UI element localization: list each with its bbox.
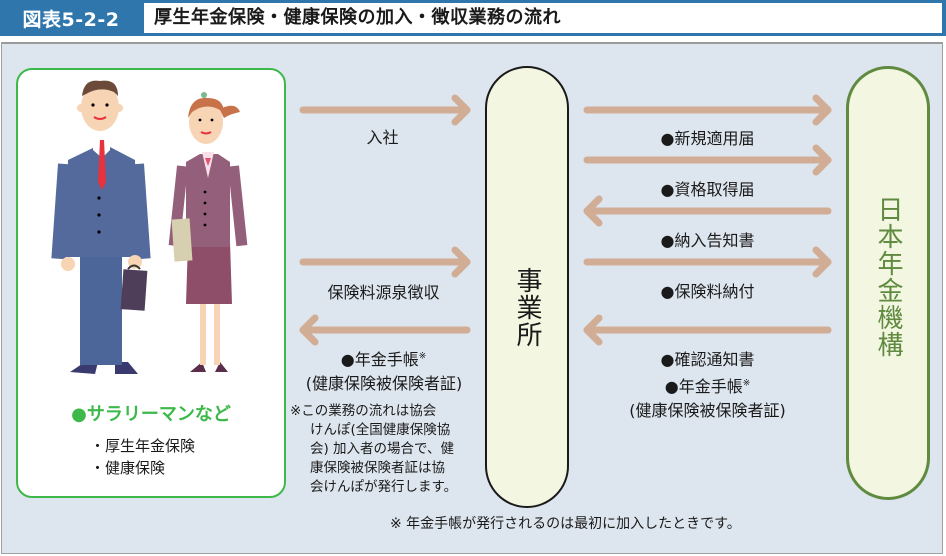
flow-label-payment-notice: ●納入告知書 xyxy=(660,231,755,250)
employee-insurance-list: ・厚生年金保険 ・健康保険 xyxy=(90,435,195,479)
kyokai-kenpo-note: ※この業務の流れは協会 けんぽ(全国健康保険協 会) 加入者の場合で、健 康保険… xyxy=(290,402,486,497)
employees-illustration xyxy=(51,80,248,374)
figure-number: 図表5-2-2 xyxy=(22,8,120,31)
employee-label: ●サラリーマンなど xyxy=(71,404,231,425)
figure-title: 厚生年金保険・健康保険の加入・徴収業務の流れ xyxy=(154,7,561,28)
note-line: 会) 加入者の場合で、健 xyxy=(310,441,455,457)
footnote-mark: ※ xyxy=(742,378,751,389)
employee-insurance-item: ・厚生年金保険 xyxy=(90,437,196,455)
man-figure xyxy=(51,80,151,374)
flow-label-confirmation-notice: ●確認通知書 xyxy=(660,350,755,369)
flow-label-premium-payment: ●保険料納付 xyxy=(660,282,755,301)
employee-insurance-item: ・健康保険 xyxy=(90,459,166,477)
flow-label-joining: 入社 xyxy=(366,128,399,147)
office-label: 事業所 xyxy=(512,266,542,348)
pension-book-text: ●年金手帳 xyxy=(664,377,743,396)
flow-label-new-application: ●新規適用届 xyxy=(660,129,755,148)
flow-label-health-insurance-card-right: (健康保険被保険者証) xyxy=(629,401,786,420)
japan-pension-service-label: 日本年金機構 xyxy=(873,196,903,358)
note-line: 会けんぽが発行します。 xyxy=(310,479,458,495)
flow-label-pension-book: ●年金手帳※ xyxy=(296,346,471,370)
japan-pension-service-node: 日本年金機構 xyxy=(846,66,930,500)
footnote-mark: ※ xyxy=(418,351,427,362)
employee-box xyxy=(16,68,286,498)
figure-header: 図表5-2-2 厚生年金保険・健康保険の加入・徴収業務の流れ xyxy=(0,0,946,36)
note-line: ※この業務の流れは協会 xyxy=(290,403,437,419)
flow-label-health-insurance-card: (健康保険被保険者証) xyxy=(305,374,463,393)
figure-title-box: 厚生年金保険・健康保険の加入・徴収業務の流れ xyxy=(144,3,942,33)
note-line: けんぽ(全国健康保険協 xyxy=(310,422,451,438)
flow-label-pension-book-right: ●年金手帳※ xyxy=(585,373,830,397)
woman-figure xyxy=(168,92,248,372)
flow-label-premium-withholding: 保険料源泉徴収 xyxy=(327,283,440,302)
note-line: 康保険被保険者証は協 xyxy=(310,460,445,476)
office-node: 事業所 xyxy=(485,66,569,508)
pension-book-text: ●年金手帳 xyxy=(340,350,419,369)
flow-label-qualification-notice: ●資格取得届 xyxy=(660,180,755,199)
pension-book-footnote: ※ 年金手帳が発行されるのは最初に加入したときです。 xyxy=(390,516,741,532)
